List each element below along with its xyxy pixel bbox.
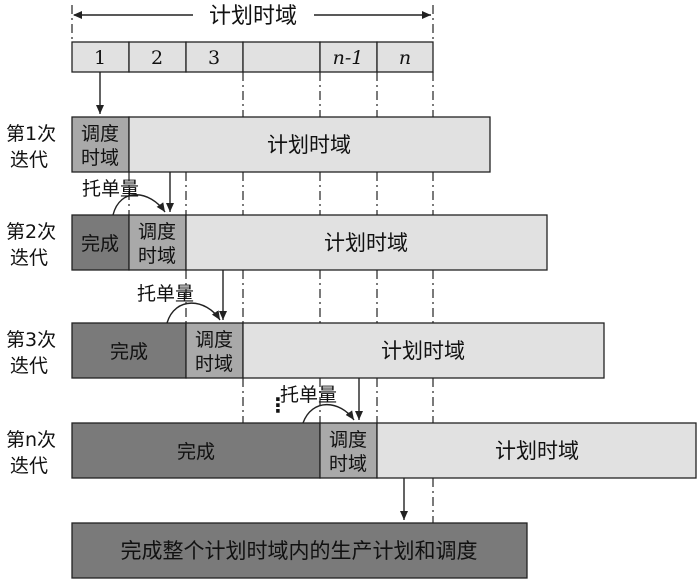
completed-label: 完成	[110, 341, 148, 363]
schedule-window-label: 时域	[138, 245, 176, 267]
planning-horizon-box	[242, 322, 605, 379]
segment-bar	[71, 41, 434, 73]
completed-box	[71, 214, 130, 271]
span-label: 计划时域	[209, 4, 297, 29]
schedule-window-box	[185, 322, 244, 379]
iteration-label: 第3次	[6, 329, 56, 351]
planning-horizon-label: 计划时域	[381, 339, 465, 363]
planning-horizon-label: 计划时域	[324, 231, 408, 255]
completed-box	[71, 322, 187, 379]
planning-horizon-box	[185, 214, 548, 271]
iteration-label: 第2次	[6, 221, 56, 243]
planning-horizon-box	[376, 422, 697, 479]
final-label: 完成整个计划时域内的生产计划和调度	[121, 539, 478, 563]
planning-horizon-label: 计划时域	[267, 133, 351, 157]
segment-cell	[376, 41, 434, 73]
flow-arrows	[96, 72, 408, 520]
segment-cell	[128, 41, 187, 73]
guide-lines	[71, 5, 434, 523]
final-box	[71, 522, 528, 579]
segment-label: 1	[94, 47, 106, 69]
schedule-window-label: 调度	[195, 329, 233, 351]
segment-labels: 1 2 3 n-1 n	[94, 47, 411, 69]
tuodanliang-curve-arrow	[302, 404, 355, 424]
tuodanliang-label: 托单量	[137, 283, 194, 305]
schedule-window-box	[71, 116, 130, 173]
segment-cell	[319, 41, 378, 73]
schedule-window-box	[319, 422, 378, 479]
tuodanliang-curve-arrow	[166, 302, 221, 324]
iteration-label: 迭代	[10, 247, 48, 269]
iteration-label: 迭代	[10, 355, 48, 377]
final-result: 完成整个计划时域内的生产计划和调度	[71, 522, 528, 579]
completed-box	[71, 422, 321, 479]
tuodanliang-label: 托单量	[280, 384, 337, 406]
segment-label: 3	[208, 47, 220, 69]
segment-label: n	[399, 47, 411, 69]
ellipsis-dots: ⋮	[268, 393, 288, 417]
tuodanliang-labels: 托单量 托单量 托单量	[82, 178, 337, 406]
tuodanliang-curve-arrow	[112, 194, 166, 216]
iteration-2: 第2次 迭代 完成 调度 时域 计划时域	[6, 214, 548, 271]
schedule-window-label: 时域	[195, 353, 233, 375]
completed-label: 完成	[177, 441, 215, 463]
segment-cell	[242, 41, 321, 73]
schedule-window-label: 时域	[329, 453, 367, 475]
segment-label: 2	[151, 47, 163, 69]
horizon-span: 计划时域	[73, 4, 431, 29]
completed-label: 完成	[81, 233, 119, 255]
iteration-1: 第1次 迭代 调度 时域 计划时域	[6, 116, 491, 173]
iteration-label: 第n次	[6, 429, 56, 451]
iteration-label: 迭代	[10, 455, 48, 477]
tuodanliang-label: 托单量	[82, 178, 139, 200]
segment-cell	[185, 41, 244, 73]
schedule-window-label: 调度	[329, 429, 367, 451]
planning-horizon-label: 计划时域	[495, 439, 579, 463]
iteration-3: 第3次 迭代 完成 调度 时域 计划时域	[6, 322, 605, 379]
iteration-n: 第n次 迭代 完成 调度 时域 计划时域	[6, 422, 697, 479]
iteration-label: 迭代	[10, 149, 48, 171]
schedule-window-label: 调度	[81, 123, 119, 145]
schedule-window-label: 时域	[81, 147, 119, 169]
iteration-label: 第1次	[6, 123, 56, 145]
planning-horizon-box	[128, 116, 491, 173]
segment-label: n-1	[333, 47, 364, 69]
schedule-window-label: 调度	[138, 221, 176, 243]
